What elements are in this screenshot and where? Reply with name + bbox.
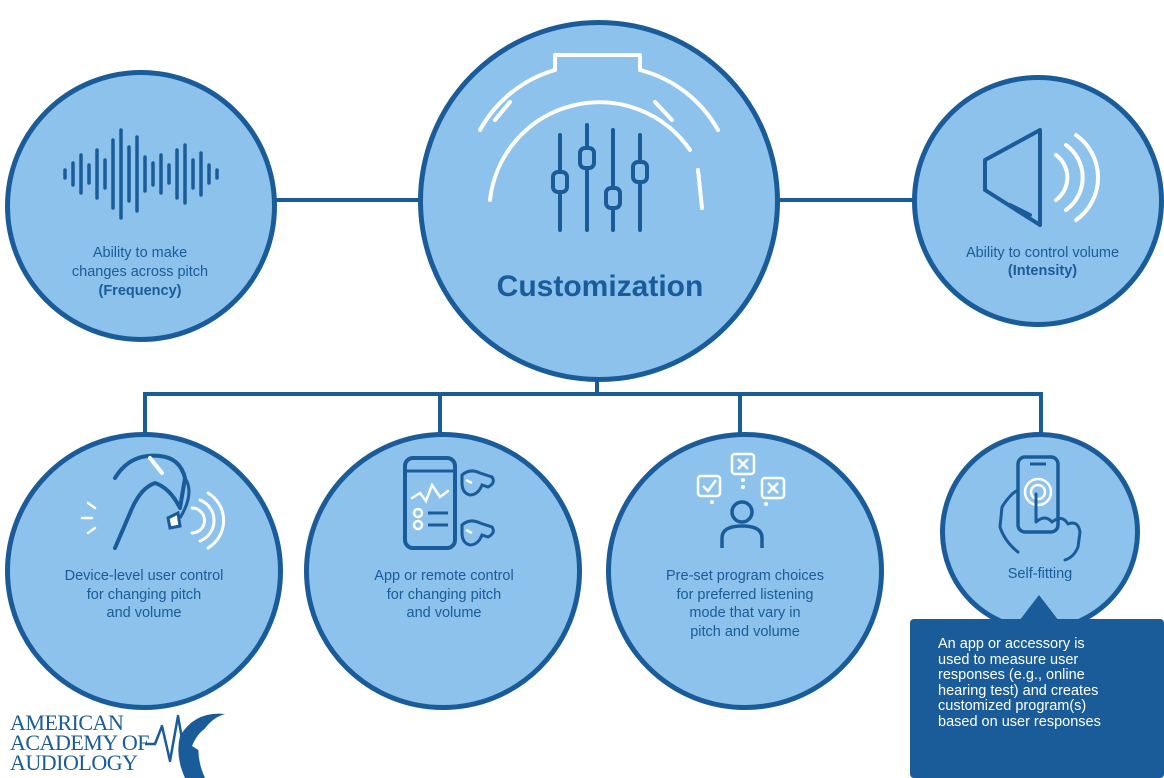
preset-program-label: Pre-set program choices for preferred li… [630,567,860,641]
callout-line-3: responses (e.g., online [938,667,1085,683]
logo-line-1: AMERICAN [10,710,124,735]
device-control-line-3: and volume [106,605,182,621]
equalizer-sliders-icon [478,53,720,232]
speaker-volume-icon [983,128,1100,227]
hearing-aid-icon [80,453,226,550]
preset-program-circle [606,432,884,710]
app-control-label: App or remote control for changing pitch… [330,567,558,623]
app-control-line-1: App or remote control [374,568,514,584]
frequency-emphasis: (Frequency) [98,283,182,299]
callout-line-2: used to measure user [938,651,1079,668]
frequency-line-2: changes across pitch [71,264,209,280]
academy-logo-text: AMERICAN ACADEMY OF AUDIOLOGY [10,710,150,775]
device-control-line-1: Device-level user control [64,568,224,584]
callout-text: An app or accessory is used to measure u… [938,636,1153,730]
intensity-label: Ability to control volume (Intensity) [930,244,1155,280]
logo-line-2: ACADEMY OF [10,730,150,755]
frequency-line-1: Ability to make [92,245,188,261]
callout-line-5: customized program(s) [938,698,1087,714]
callout-line-4: hearing test) and creates [938,682,1099,699]
device-control-circle [5,432,283,710]
self-fitting-label: Self-fitting [1007,566,1073,582]
preset-program-line-4: pitch and volume [690,623,800,640]
frequency-label: Ability to make changes across pitch (Fr… [40,244,240,301]
customization-title: Customization [496,270,704,303]
app-control-line-3: and volume [406,605,482,621]
frequency-circle [5,70,277,342]
callout-pointer [1019,595,1059,621]
phone-app-icon [403,456,495,550]
preset-program-line-2: for preferred listening [676,586,814,603]
customization-circle [418,20,780,382]
preset-program-line-1: Pre-set program choices [666,568,824,584]
callout-line-1: An app or accessory is [938,636,1085,652]
device-control-line-2: for changing pitch [86,586,202,603]
intensity-emphasis: (Intensity) [1007,263,1078,279]
device-control-label: Device-level user control for changing p… [30,567,258,623]
intensity-line-1: Ability to control volume [965,245,1120,261]
callout-line-6: based on user responses [938,713,1101,730]
hand-phone-touch-icon [998,455,1082,562]
academy-logo-icon [145,713,225,778]
preset-program-line-3: mode that vary in [689,605,801,621]
sound-wave-icon [63,128,219,220]
app-control-circle [304,432,582,710]
app-control-line-2: for changing pitch [386,586,502,603]
self-fitting-callout [910,619,1164,778]
logo-line-3: AUDIOLOGY [10,750,138,775]
person-thought-bubbles-icon [696,452,786,548]
